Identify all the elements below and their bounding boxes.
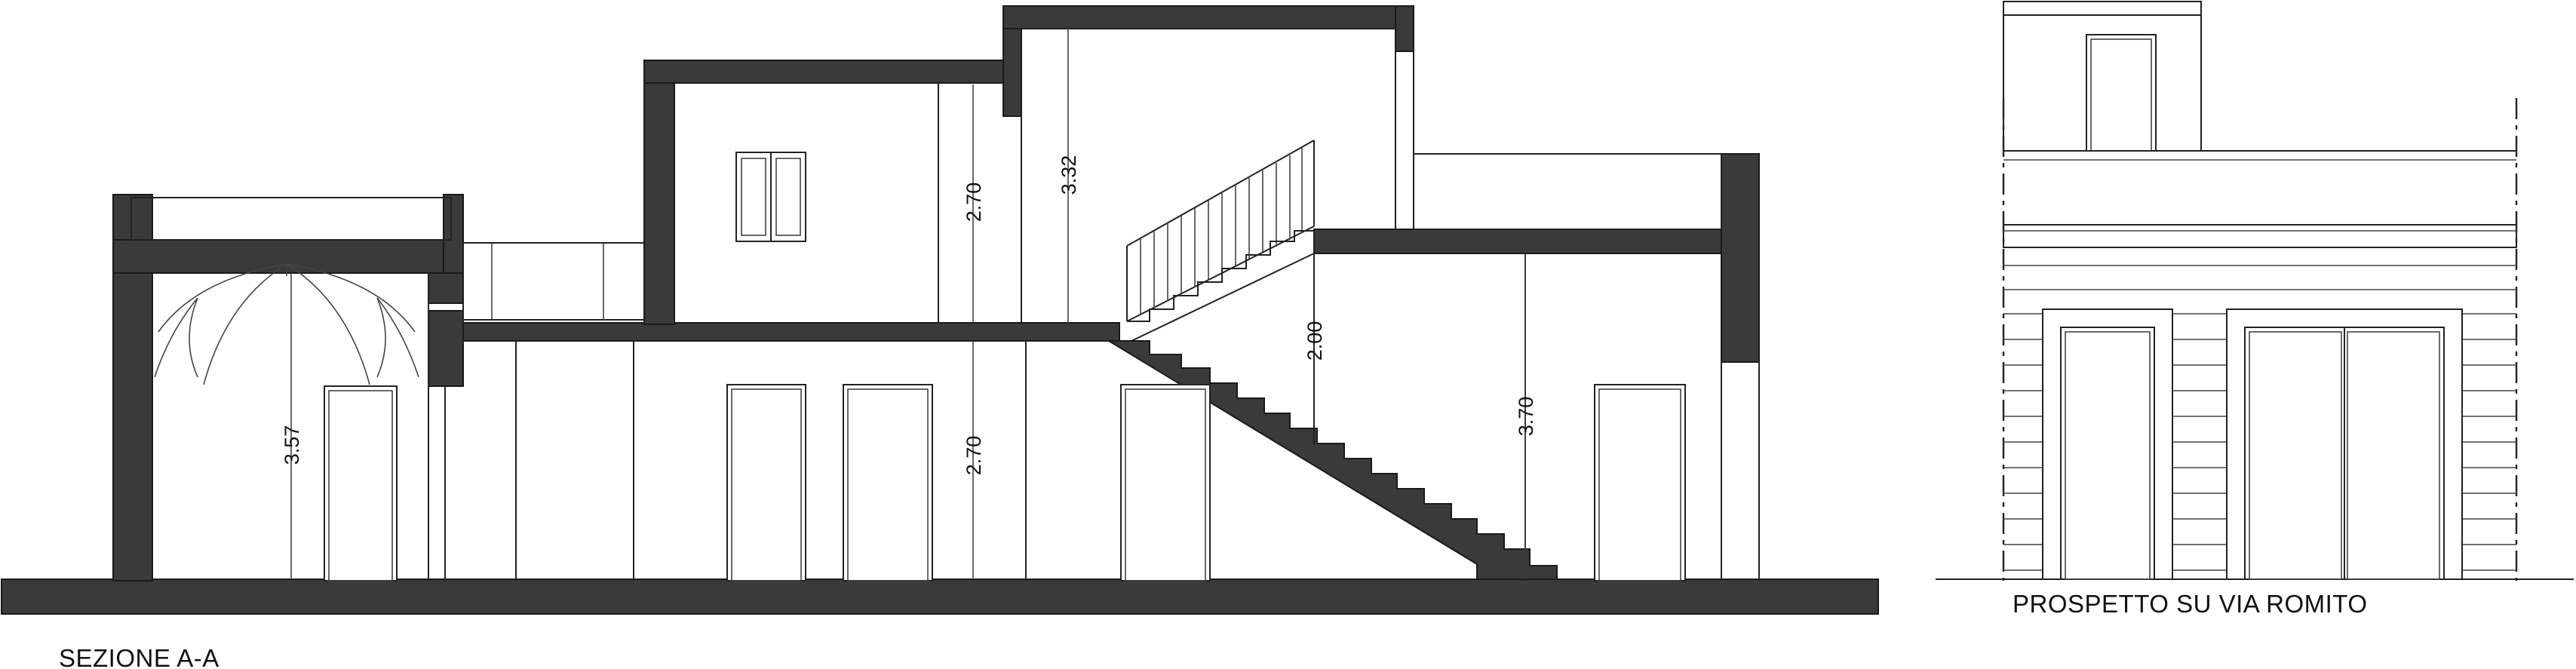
top-roof-slab	[1002, 5, 1414, 29]
dim-ground-floor-height: 2.70	[963, 436, 985, 476]
dim-upper-floor-height: 2.70	[963, 183, 985, 222]
upper-stair-steps	[1127, 230, 1314, 322]
stair-railing	[1126, 140, 1315, 322]
railing-top-rail	[1126, 140, 1315, 247]
right-terrace-railing	[1413, 153, 1722, 230]
elevation-top-door	[2086, 34, 2157, 152]
dim-right-room-height: 3.70	[1515, 397, 1537, 437]
vault-rib-right	[376, 297, 419, 378]
vault-arc-center-left	[158, 263, 287, 333]
gf-door-2-inner	[847, 388, 929, 582]
gf-door-1-inner	[731, 388, 802, 582]
left-roof-slab	[112, 239, 464, 274]
elevation-label: PROSPETTO SU VIA ROMITO	[2013, 590, 2368, 618]
ground-floor: 2.70 3.70	[515, 253, 1760, 582]
gf-door-3	[1120, 384, 1211, 582]
left-parapet-right	[443, 194, 464, 274]
gf-door-4-inner	[1598, 388, 1681, 582]
left-wall-inner-stub	[428, 272, 464, 304]
elevation-via-romito: PROSPETTO SU VIA ROMITO	[1936, 1, 2574, 618]
left-beam-lower	[428, 310, 464, 387]
upper-middle-block: 2.70	[643, 60, 1022, 325]
left-roof-parapet	[130, 197, 452, 241]
vault-arc-inner-left	[203, 263, 287, 385]
railing-bottom-rail	[1126, 226, 1315, 322]
vault-rib-left	[154, 297, 198, 378]
elevation-door-right-leaf-2	[2347, 331, 2440, 580]
upper-roof-slab	[643, 60, 1022, 84]
upper-window-pane-left	[741, 158, 766, 236]
gf-door-1	[726, 384, 806, 582]
top-right-parapet	[1395, 5, 1414, 52]
main-stair	[1106, 340, 1558, 580]
gf-door-3-inner	[1125, 388, 1206, 582]
left-door	[324, 385, 398, 582]
right-parapet	[1721, 153, 1760, 363]
terrace-railing	[462, 242, 645, 321]
ground-slab	[1, 578, 1879, 615]
connector	[462, 242, 645, 321]
elevation-door-right-leaf-1	[2249, 331, 2342, 580]
section-label: SEZIONE A-A	[59, 644, 220, 669]
elevation-door-left	[2060, 327, 2155, 580]
right-upper-slab	[1313, 229, 1760, 254]
dim-left-room-height: 3.57	[281, 425, 303, 465]
section-a-a: 3.57 2.70	[1, 5, 1879, 669]
right-upper	[1131, 153, 1760, 363]
dim-top-floor-height: 3.32	[1058, 155, 1080, 195]
gf-door-4	[1594, 384, 1686, 582]
upper-window-pane-right	[775, 158, 801, 236]
middle-floor-slab	[462, 322, 1120, 342]
elevation-cornice	[2003, 224, 2517, 248]
gf-door-2	[843, 384, 933, 582]
vault-arc-inner-right	[286, 263, 370, 385]
upper-left-wall	[643, 60, 675, 325]
elevation-door-left-inner	[2065, 331, 2151, 580]
dim-stair-height: 2.00	[1303, 321, 1326, 361]
stair-soffit-upper	[1131, 253, 1315, 342]
left-door-inner	[328, 390, 393, 582]
top-block: 3.32	[1002, 5, 1414, 323]
vault-arc-center-right	[286, 263, 416, 333]
railing-balusters	[1140, 148, 1303, 315]
left-block: 3.57	[112, 194, 464, 582]
